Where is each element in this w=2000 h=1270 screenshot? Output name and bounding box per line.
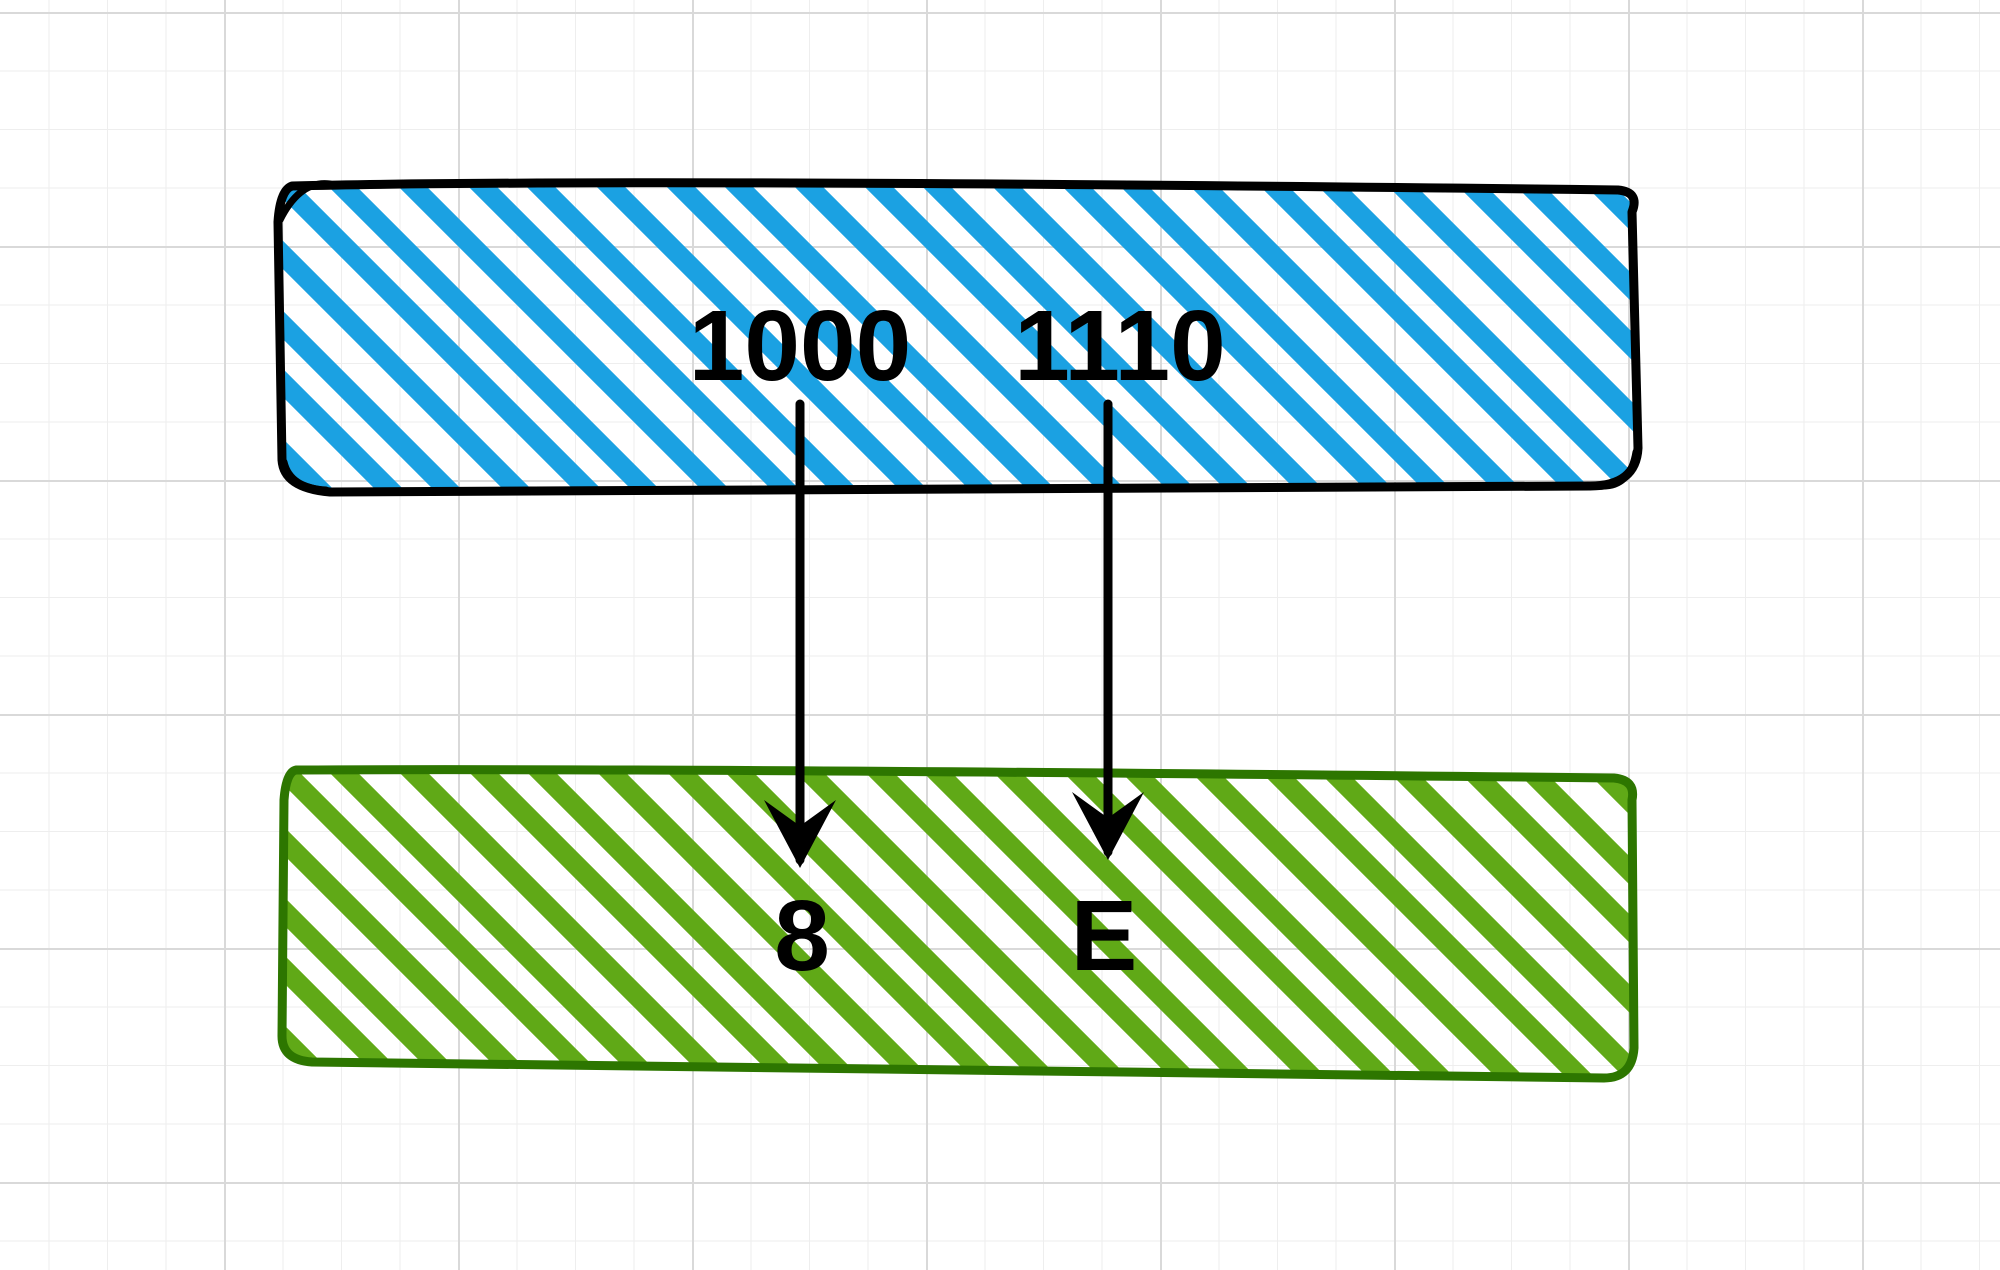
hex-hatch-stroke xyxy=(910,769,1260,1078)
binary-hatch-stroke xyxy=(654,182,1004,493)
binary-box-outline-sketch xyxy=(276,180,1640,494)
binary-box[interactable]: 1000 1110 xyxy=(0,170,1984,500)
hex-hatch-stroke xyxy=(852,769,1202,1078)
hex-hatch-stroke xyxy=(654,769,1004,1078)
binary-hatch-stroke xyxy=(278,182,608,493)
binary-hatch-stroke xyxy=(386,182,736,493)
hex-hatch-stroke xyxy=(1446,769,1634,1078)
binary-hatch-stroke xyxy=(1050,182,1400,493)
hex-hatch-stroke xyxy=(1504,769,1634,1078)
hex-hatch-stroke xyxy=(316,769,666,1078)
hex-hatch-stroke xyxy=(1654,755,1984,1085)
binary-hatch-stroke xyxy=(456,182,806,493)
binary-hatch-stroke xyxy=(278,182,538,493)
hex-digit-high: 8 xyxy=(774,880,830,992)
binary-hatch-stroke xyxy=(1248,182,1598,493)
hex-box-outline xyxy=(277,765,1639,1083)
hex-hatch-stroke xyxy=(1178,769,1528,1078)
hex-hatch-stroke xyxy=(782,769,1132,1078)
hex-hatch-stroke xyxy=(514,769,864,1078)
hex-hatch-stroke xyxy=(282,769,608,1078)
binary-hatch-stroke xyxy=(1178,182,1528,493)
hex-hatch-stroke xyxy=(980,769,1330,1078)
hex-hatch-stroke xyxy=(1248,769,1598,1078)
hex-digit-low: E xyxy=(1071,880,1138,992)
binary-hatch-stroke xyxy=(1108,182,1458,493)
binary-hatch-stroke xyxy=(1376,182,1638,493)
hex-hatch-stroke xyxy=(282,769,468,1078)
arrow-low-nibble[interactable] xyxy=(1072,399,1144,860)
binary-nibble-high: 1000 xyxy=(689,290,911,402)
hex-hatch-stroke xyxy=(386,769,736,1078)
hex-hatch xyxy=(0,755,1984,1085)
hex-box[interactable]: 8 E xyxy=(0,755,1984,1085)
hex-hatch-stroke xyxy=(282,769,538,1078)
binary-hatch-stroke xyxy=(712,182,1062,493)
binary-hatch-stroke xyxy=(316,182,666,493)
binary-hatch-stroke xyxy=(584,182,934,493)
hex-hatch-stroke xyxy=(0,755,260,1085)
hex-hatch-stroke xyxy=(1108,769,1458,1078)
hex-hatch-stroke xyxy=(1306,769,1634,1078)
binary-hatch-stroke xyxy=(0,170,260,500)
binary-hatch-stroke xyxy=(1446,182,1638,493)
binary-hatch-stroke xyxy=(278,182,410,493)
hex-hatch-stroke xyxy=(584,769,934,1078)
binary-hatch xyxy=(0,170,1984,500)
binary-hatch-stroke xyxy=(278,182,468,493)
hex-hatch-stroke xyxy=(1050,769,1400,1078)
binary-hatch-stroke xyxy=(910,182,1260,493)
binary-hatch-stroke xyxy=(782,182,1132,493)
binary-hatch-stroke xyxy=(980,182,1330,493)
hex-hatch-stroke xyxy=(282,769,410,1078)
binary-hatch-stroke xyxy=(1654,170,1984,500)
arrow-high-nibble-head xyxy=(764,800,836,868)
binary-hatch-stroke xyxy=(1306,182,1638,493)
arrow-high-nibble[interactable] xyxy=(764,399,836,868)
hex-hatch-stroke xyxy=(1376,769,1634,1078)
binary-hatch-stroke xyxy=(852,182,1202,493)
binary-hatch-stroke xyxy=(1504,182,1638,493)
hex-hatch-stroke xyxy=(456,769,806,1078)
binary-nibble-low: 1110 xyxy=(1014,290,1225,402)
arrow-low-nibble-head xyxy=(1072,792,1144,860)
